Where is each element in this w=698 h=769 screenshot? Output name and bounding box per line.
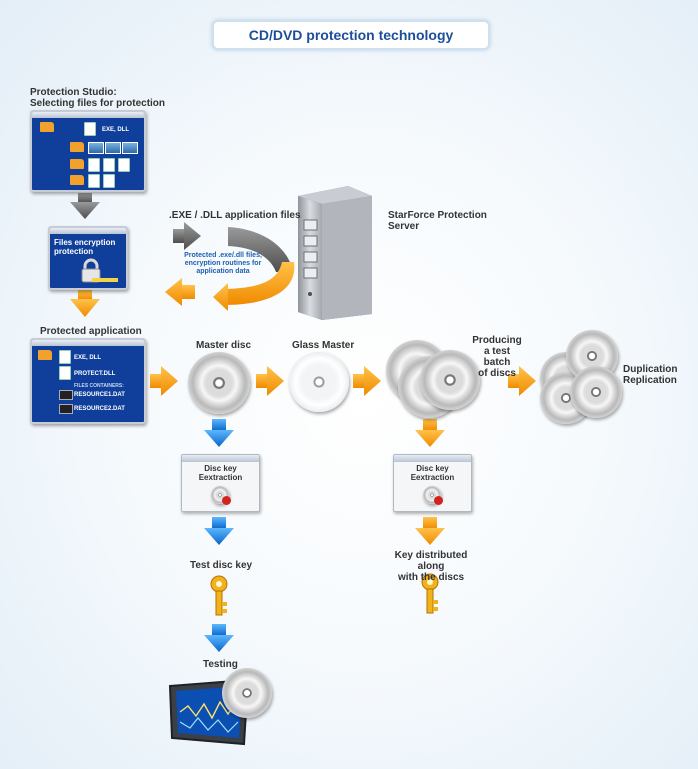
key-icon-distributed (421, 573, 439, 614)
studio-window: EXE, DLL (30, 110, 146, 192)
arrow-right-orange-4 (508, 366, 536, 396)
progress-bar (92, 278, 118, 282)
studio-heading-line2: Selecting files for protection (30, 98, 166, 109)
test-batch-label: Producing a test batch of discs (472, 335, 522, 379)
batch-disc-icon (420, 350, 480, 410)
protected-app-window: EXE, DLL PROTECT.DLL FILES CONTAINERS: R… (30, 338, 146, 424)
protected-file-exe: EXE, DLL (74, 355, 102, 361)
arrow-right-orange-1 (150, 366, 178, 396)
arrow-left-orange (165, 278, 195, 306)
file-icon (103, 174, 115, 188)
key-icon-test (210, 575, 228, 616)
server-label-line2: Server (388, 221, 420, 232)
arrow-down-orange-3 (415, 517, 445, 545)
curve-orange (225, 262, 295, 305)
key-distributed-line1: Key distributed along (394, 550, 468, 572)
image-icon (122, 142, 138, 154)
key-distributed-label: Key distributed along with the discs (383, 550, 479, 583)
window-titlebar (32, 112, 144, 118)
studio-heading: Protection Studio: Selecting files for p… (30, 87, 165, 109)
file-icon (88, 158, 100, 172)
file-icon (59, 366, 71, 380)
glass-master-icon (289, 352, 349, 412)
window-titlebar (50, 228, 126, 234)
testing-disc-icon (222, 668, 272, 718)
key-extract-1-line1: Disc key (204, 464, 237, 473)
key-extraction-title-2: Disc key Eextraction (394, 464, 471, 482)
note-line3: application data (196, 268, 250, 275)
arrow-right-gray (173, 222, 201, 250)
arrow-down-gray (70, 193, 100, 219)
protected-file-dll: PROTECT.DLL (74, 371, 116, 377)
file-icon (118, 158, 130, 172)
protected-app-heading: Protected application (40, 326, 142, 337)
arrow-right-orange-2 (256, 366, 284, 396)
image-icon (105, 142, 121, 154)
arrow-down-orange-1 (70, 290, 100, 317)
duplicate-disc-icon (570, 366, 622, 418)
arrow-down-blue-3 (204, 624, 234, 652)
testing-label: Testing (203, 659, 238, 670)
arrow-right-orange-3 (353, 366, 381, 396)
file-icon (84, 122, 96, 136)
encrypt-line1: Files encryption (54, 238, 116, 247)
folder-icon (40, 122, 54, 132)
protected-note: Protected .exe/.dll files, encryption ro… (181, 252, 265, 276)
studio-heading-line1: Protection Studio: (30, 87, 117, 98)
encrypt-window: Files encryption protection (48, 226, 128, 290)
file-icon (88, 174, 100, 188)
studio-file-exe: EXE, DLL (102, 127, 130, 133)
protected-file-resource2: RESOURCE2.DAT (74, 406, 125, 412)
arrow-down-blue-1 (204, 419, 234, 447)
key-extract-1-line2: Eextraction (198, 473, 243, 482)
arrow-down-blue-2 (204, 517, 234, 545)
window-titlebar (182, 455, 259, 462)
curve-gray (228, 227, 293, 272)
file-icon (103, 158, 115, 172)
duplication-line2: Replication (623, 375, 677, 386)
file-icon (59, 350, 71, 364)
master-disc-label: Master disc (196, 340, 252, 351)
containers-label: FILES CONTAINERS: (74, 383, 124, 389)
key-extraction-title-1: Disc key Eextraction (182, 464, 259, 482)
app-files-label: .EXE / .DLL application files (169, 210, 301, 221)
encrypt-line2: protection (54, 247, 94, 256)
server-label-line1: StarForce Protection (388, 210, 487, 221)
folder-icon (70, 175, 84, 185)
window-titlebar (32, 340, 144, 346)
test-disc-key-label: Test disc key (190, 560, 253, 571)
key-distributed-line2: with the discs (397, 572, 465, 583)
protected-file-resource1: RESOURCE1.DAT (74, 392, 125, 398)
encrypt-window-title: Files encryption protection (54, 238, 115, 256)
page-title: CD/DVD protection technology (212, 20, 490, 50)
master-disc-icon (188, 352, 250, 414)
test-batch-line1: Producing (472, 335, 522, 346)
folder-icon (70, 142, 84, 152)
note-line1: Protected .exe/.dll files, (184, 252, 262, 259)
key-extract-2-line2: Eextraction (410, 473, 455, 482)
arrow-down-orange-2 (415, 419, 445, 447)
folder-icon (70, 159, 84, 169)
duplication-label: Duplication Replication (623, 364, 677, 386)
test-batch-line3: of discs (478, 368, 516, 379)
server-label: StarForce Protection Server (388, 210, 487, 232)
note-line2: encryption routines for (184, 260, 262, 267)
window-titlebar (394, 455, 471, 462)
container-icon (59, 390, 73, 400)
container-icon (59, 404, 73, 414)
server-icon (298, 186, 372, 320)
key-extraction-window-2: Disc key Eextraction (393, 454, 472, 512)
key-extraction-window-1: Disc key Eextraction (181, 454, 260, 512)
key-badge-icon (222, 496, 231, 505)
duplication-line1: Duplication (623, 364, 678, 375)
key-extract-2-line1: Disc key (416, 464, 449, 473)
test-batch-line2: a test batch (483, 346, 511, 368)
image-icon (88, 142, 104, 154)
key-badge-icon (434, 496, 443, 505)
glass-master-label: Glass Master (292, 340, 355, 351)
folder-icon (38, 350, 52, 360)
